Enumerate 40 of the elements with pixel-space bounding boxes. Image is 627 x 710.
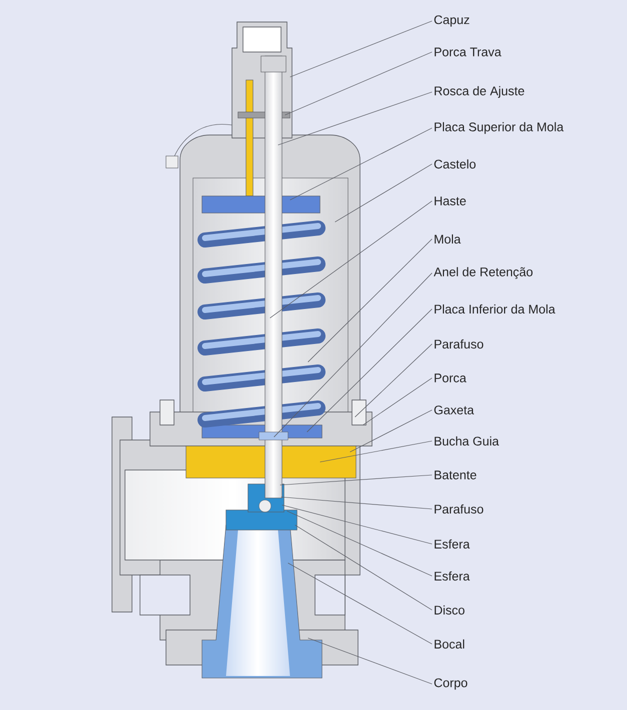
leader-line xyxy=(354,344,432,418)
leader-line xyxy=(306,308,432,432)
part-label: Placa Inferior da Mola xyxy=(434,304,556,314)
part-label: Mola xyxy=(434,234,461,244)
part-label: Esfera xyxy=(434,571,470,581)
part-label: Haste xyxy=(434,196,466,206)
part-label: Castelo xyxy=(434,159,476,169)
leader-line xyxy=(288,562,432,644)
leader-line xyxy=(350,410,432,452)
leader-line xyxy=(290,128,432,200)
part-label: Gaxeta xyxy=(434,406,474,414)
leader-line xyxy=(334,164,432,222)
leader-line xyxy=(280,474,432,486)
part-label: Rosca de Ajuste xyxy=(434,86,524,98)
part-label: Porca Trava xyxy=(434,48,502,56)
part-label: Capuz xyxy=(434,15,470,27)
leader-line xyxy=(294,524,432,610)
part-label: Placa Superior da Mola xyxy=(434,122,564,134)
leader-line xyxy=(274,272,432,438)
part-label: Batente xyxy=(434,470,476,480)
leader-line xyxy=(320,440,432,462)
leader-line xyxy=(286,510,432,576)
part-label: Bucha Guia xyxy=(434,436,499,446)
leader-line xyxy=(284,52,432,116)
leader-line xyxy=(308,638,432,684)
leader-line xyxy=(282,504,432,544)
leader-line xyxy=(278,92,432,146)
leader-line xyxy=(270,200,432,318)
part-label: Porca xyxy=(434,374,466,382)
leader-line xyxy=(280,496,432,510)
leader-line xyxy=(290,20,432,78)
part-label: Corpo xyxy=(434,678,468,690)
leader-line xyxy=(362,378,432,426)
part-label: Parafuso xyxy=(434,339,484,349)
part-label: Bocal xyxy=(434,639,464,649)
part-label: Disco xyxy=(434,605,464,615)
part-label: Parafuso xyxy=(434,504,484,514)
part-label: Anel de Retenção xyxy=(434,267,533,279)
part-label: Esfera xyxy=(434,539,470,549)
leader-line xyxy=(308,238,432,362)
